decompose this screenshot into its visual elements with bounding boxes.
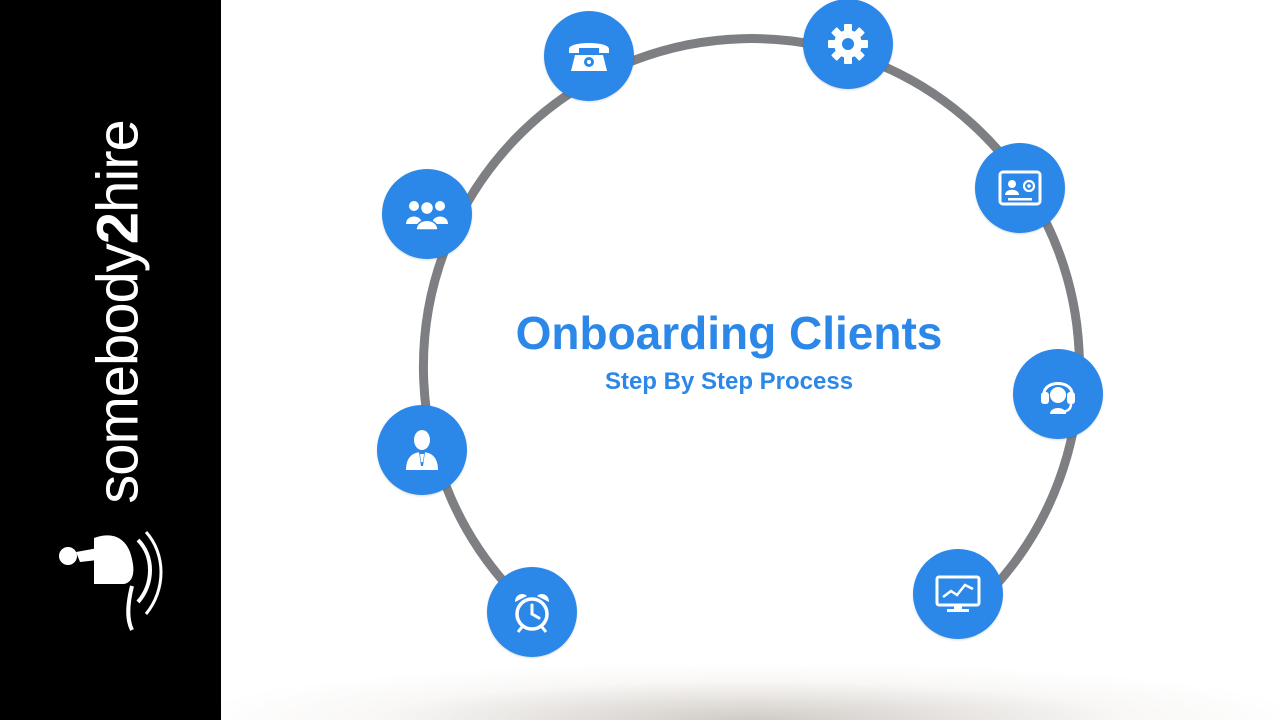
step-node-businessman[interactable] <box>377 405 467 495</box>
group-icon <box>406 200 448 231</box>
headset-icon <box>1041 382 1075 414</box>
diagram-title: Onboarding Clients <box>515 307 943 359</box>
step-node-monitor[interactable] <box>913 549 1003 639</box>
diagram-subtitle: Step By Step Process <box>604 368 854 395</box>
step-node-gear[interactable] <box>803 0 893 89</box>
brand-word-part1: somebody <box>85 244 151 504</box>
diagram-stage: Onboarding Clients Step By Step Process <box>221 0 1280 720</box>
floor-shadow <box>221 665 1280 720</box>
contact-card-icon <box>998 170 1042 206</box>
businessman-icon <box>406 430 438 470</box>
step-node-contact-card[interactable] <box>975 143 1065 233</box>
step-node-headset[interactable] <box>1013 349 1103 439</box>
brand-wordmark: somebody2hire <box>85 120 152 504</box>
step-node-alarm-clock[interactable] <box>487 567 577 657</box>
alarm-clock-icon <box>515 594 549 633</box>
brand-word-part3: hire <box>85 120 151 213</box>
brand-logo-icon <box>59 530 163 631</box>
step-node-telephone[interactable] <box>544 11 634 101</box>
monitor-chart-icon <box>935 575 981 612</box>
process-ring <box>418 34 1084 603</box>
gear-icon <box>828 24 868 64</box>
brand-word-part2: 2 <box>85 212 151 245</box>
brand-sidebar: somebody2hire <box>0 0 221 720</box>
step-node-group[interactable] <box>382 169 472 259</box>
telephone-icon <box>569 43 609 71</box>
